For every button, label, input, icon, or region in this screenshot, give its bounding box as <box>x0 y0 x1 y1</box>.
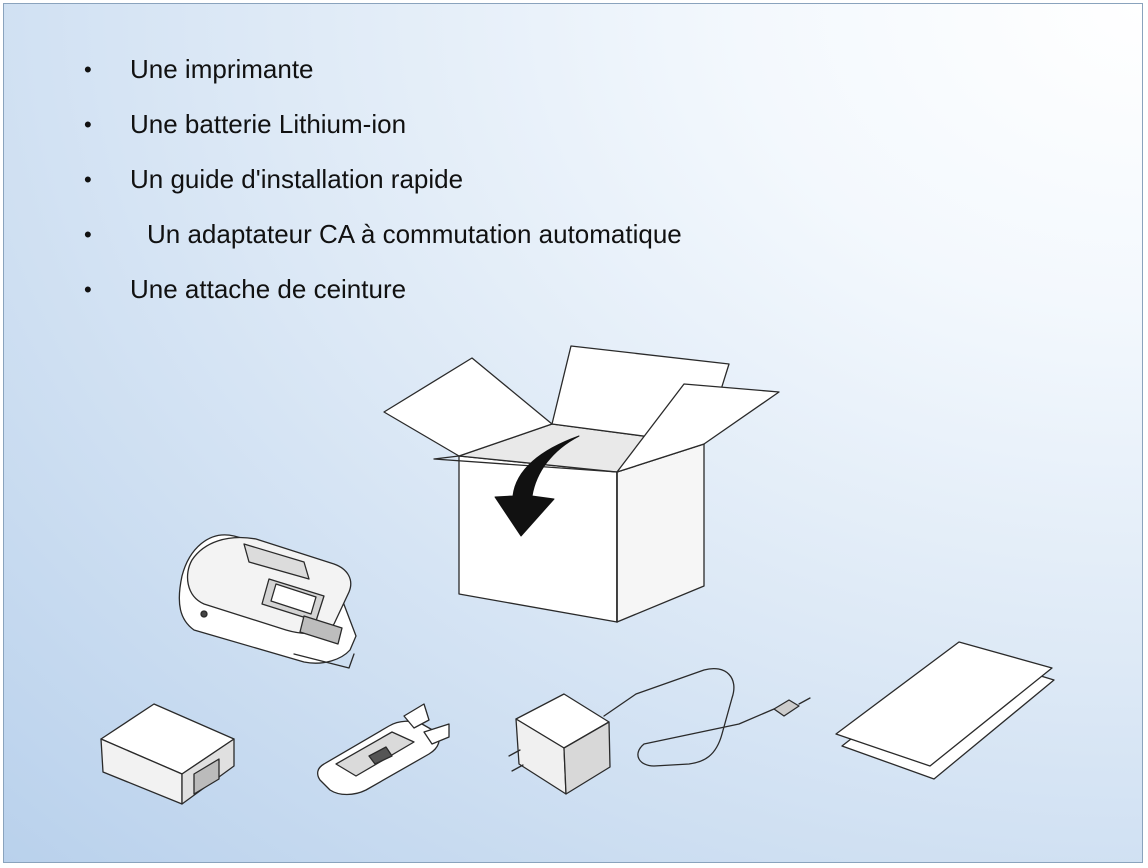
belt-clip-icon <box>318 704 449 795</box>
contents-list: •Une imprimante •Une batterie Lithium-io… <box>82 42 682 317</box>
list-item: •Une imprimante <box>82 42 682 97</box>
bullet-icon: • <box>84 167 92 192</box>
printer-icon <box>179 535 356 668</box>
bullet-icon: • <box>84 222 92 247</box>
curved-arrow-icon <box>495 436 579 536</box>
bullet-icon: • <box>84 277 92 302</box>
open-box-icon <box>384 346 779 622</box>
quick-guide-icon <box>836 642 1054 779</box>
ac-adapter-icon <box>509 669 810 794</box>
package-contents-illustration <box>4 4 1143 863</box>
bullet-icon: • <box>84 112 92 137</box>
list-item: •Une attache de ceinture <box>82 262 682 317</box>
list-item: •Une batterie Lithium-ion <box>82 97 682 152</box>
list-item: •Un adaptateur CA à commutation automati… <box>82 207 682 262</box>
slide: •Une imprimante •Une batterie Lithium-io… <box>3 3 1143 863</box>
battery-icon <box>101 704 234 804</box>
bullet-icon: • <box>84 57 92 82</box>
list-item: •Un guide d'installation rapide <box>82 152 682 207</box>
